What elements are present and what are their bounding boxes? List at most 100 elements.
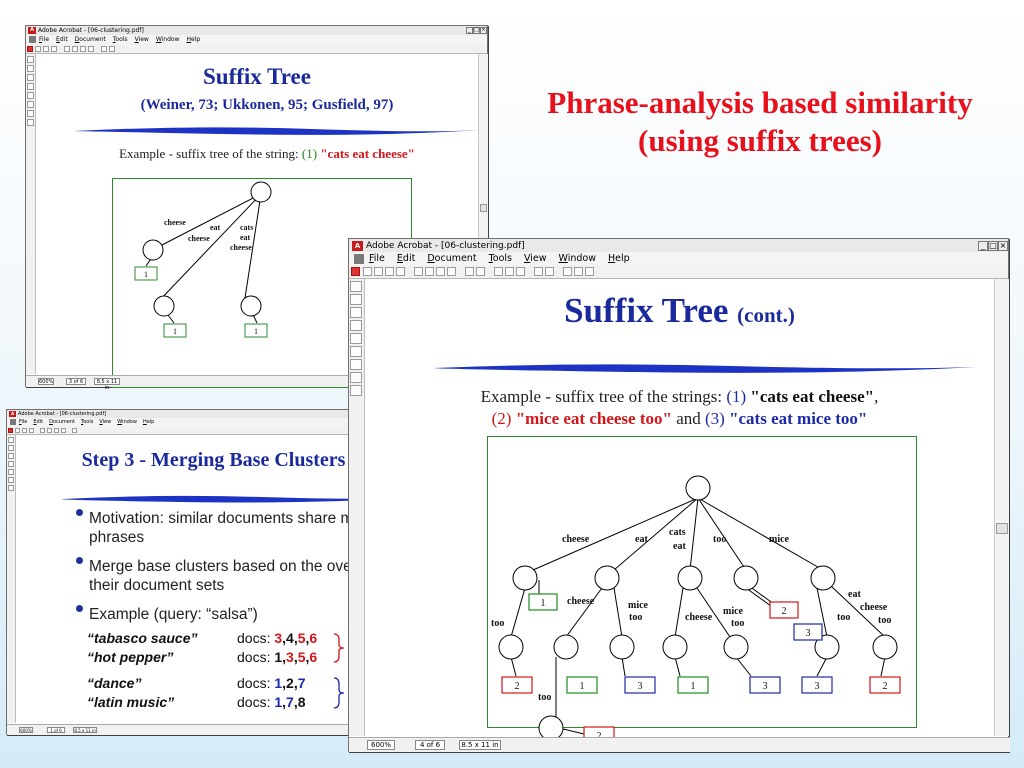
last-page-icon[interactable] xyxy=(447,267,456,276)
menu-tools[interactable]: Tools xyxy=(488,253,512,264)
maximize-button[interactable]: □ xyxy=(988,240,998,251)
zoom-tool-icon[interactable] xyxy=(350,294,362,305)
rotate-right-icon[interactable] xyxy=(545,267,554,276)
save-icon[interactable] xyxy=(51,45,57,52)
hand-tool-icon[interactable] xyxy=(350,281,362,292)
previous-page-icon[interactable] xyxy=(47,427,52,433)
page-indicator[interactable]: 3 of 6 xyxy=(66,378,86,385)
previous-page-icon[interactable] xyxy=(72,45,78,52)
note-tool-icon[interactable] xyxy=(27,92,34,99)
form-tool-icon[interactable] xyxy=(27,119,34,126)
print-icon[interactable] xyxy=(22,427,27,433)
open-icon[interactable] xyxy=(363,267,372,276)
save-icon[interactable] xyxy=(29,427,34,433)
page-indicator[interactable]: 4 of 6 xyxy=(415,740,445,750)
first-page-icon[interactable] xyxy=(40,427,45,433)
next-page-icon[interactable] xyxy=(80,45,86,52)
menu-file[interactable]: File xyxy=(19,419,28,425)
vertical-scrollbar[interactable] xyxy=(478,54,488,374)
menu-view[interactable]: View xyxy=(99,419,112,425)
minimize-button[interactable]: _ xyxy=(466,27,473,34)
menu-edit[interactable]: Edit xyxy=(56,36,68,43)
last-page-icon[interactable] xyxy=(88,45,94,52)
find-icon[interactable] xyxy=(109,45,115,52)
crop-tool-icon[interactable] xyxy=(27,83,34,90)
maximize-button[interactable]: □ xyxy=(473,27,480,34)
pencil-tool-icon[interactable] xyxy=(27,101,34,108)
menu-window[interactable]: Window xyxy=(117,419,137,425)
zoom-level[interactable]: 600% xyxy=(367,740,395,750)
find-icon[interactable] xyxy=(563,267,572,276)
menu-edit[interactable]: Edit xyxy=(33,419,44,425)
scrollbar-thumb[interactable] xyxy=(996,523,1008,534)
zoom-tool-icon[interactable] xyxy=(27,65,34,72)
window-titlebar[interactable]: A Adobe Acrobat - [06-clustering.pdf] _ … xyxy=(26,26,487,35)
menu-document[interactable]: Document xyxy=(49,419,75,425)
menu-document[interactable]: Document xyxy=(74,36,106,43)
first-page-icon[interactable] xyxy=(64,45,70,52)
hand-tool-icon[interactable] xyxy=(8,437,14,443)
print-icon[interactable] xyxy=(43,45,49,52)
zoom-level[interactable]: 600% xyxy=(19,727,33,733)
acrobat-toolbar-icon[interactable] xyxy=(27,45,33,52)
text-select-icon[interactable] xyxy=(8,453,14,459)
menu-help[interactable]: Help xyxy=(608,253,630,264)
thumbnails-icon[interactable] xyxy=(396,267,405,276)
menu-file[interactable]: File xyxy=(369,253,385,264)
acrobat-toolbar-icon[interactable] xyxy=(8,427,13,433)
web-link-icon[interactable] xyxy=(585,267,594,276)
zoom-level[interactable]: 600% xyxy=(38,378,54,385)
fit-width-icon[interactable] xyxy=(516,267,525,276)
close-button[interactable]: × xyxy=(998,240,1008,251)
menu-view[interactable]: View xyxy=(523,253,547,264)
minimize-button[interactable]: _ xyxy=(978,240,988,251)
pencil-tool-icon[interactable] xyxy=(8,477,14,483)
note-tool-icon[interactable] xyxy=(8,469,14,475)
zoom-icon[interactable] xyxy=(101,45,107,52)
menu-help[interactable]: Help xyxy=(186,36,201,43)
menu-view[interactable]: View xyxy=(134,36,149,43)
open-icon[interactable] xyxy=(35,45,41,52)
open-icon[interactable] xyxy=(15,427,20,433)
line-tool-icon[interactable] xyxy=(350,359,362,370)
acrobat-toolbar-icon[interactable] xyxy=(351,267,360,276)
close-button[interactable]: × xyxy=(480,27,487,34)
scrollbar-thumb[interactable] xyxy=(480,204,487,212)
menu-window[interactable]: Window xyxy=(155,36,180,43)
link-tool-icon[interactable] xyxy=(350,385,362,396)
search-icon[interactable] xyxy=(574,267,583,276)
line-tool-icon[interactable] xyxy=(8,485,14,491)
save-icon[interactable] xyxy=(385,267,394,276)
menu-window[interactable]: Window xyxy=(558,253,597,264)
find-icon[interactable] xyxy=(72,427,77,433)
window-titlebar[interactable]: A Adobe Acrobat - [06-clustering.pdf] _ … xyxy=(349,239,1008,252)
form-tool-icon[interactable] xyxy=(350,372,362,383)
previous-page-icon[interactable] xyxy=(425,267,434,276)
menu-help[interactable]: Help xyxy=(142,419,155,425)
crop-tool-icon[interactable] xyxy=(8,461,14,467)
text-select-icon[interactable] xyxy=(27,74,34,81)
zoom-tool-icon[interactable] xyxy=(8,445,14,451)
menu-document[interactable]: Document xyxy=(427,253,477,264)
pencil-tool-icon[interactable] xyxy=(350,346,362,357)
actual-size-icon[interactable] xyxy=(494,267,503,276)
menu-tools[interactable]: Tools xyxy=(81,419,94,425)
fit-page-icon[interactable] xyxy=(505,267,514,276)
next-page-icon[interactable] xyxy=(54,427,59,433)
menu-tools[interactable]: Tools xyxy=(112,36,128,43)
first-page-icon[interactable] xyxy=(414,267,423,276)
note-tool-icon[interactable] xyxy=(350,333,362,344)
page-indicator[interactable]: 1 of 6 xyxy=(47,727,65,733)
acrobat-window-suffix-tree-cont[interactable]: A Adobe Acrobat - [06-clustering.pdf] _ … xyxy=(348,238,1010,752)
next-page-icon[interactable] xyxy=(436,267,445,276)
menu-file[interactable]: File xyxy=(39,36,50,43)
print-icon[interactable] xyxy=(374,267,383,276)
menu-edit[interactable]: Edit xyxy=(396,253,416,264)
hand-tool-icon[interactable] xyxy=(27,56,34,63)
text-select-icon[interactable] xyxy=(350,307,362,318)
last-page-icon[interactable] xyxy=(61,427,66,433)
go-forward-icon[interactable] xyxy=(476,267,485,276)
line-tool-icon[interactable] xyxy=(27,110,34,117)
go-back-icon[interactable] xyxy=(465,267,474,276)
rotate-left-icon[interactable] xyxy=(534,267,543,276)
